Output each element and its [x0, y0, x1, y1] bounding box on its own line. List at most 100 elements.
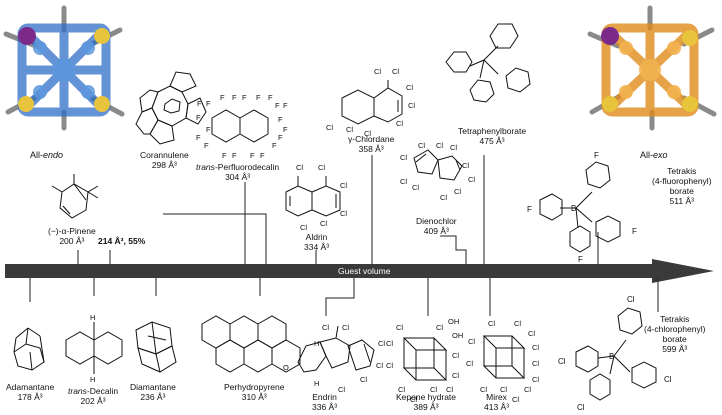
- perhydropyrene-volume: 310 Å³: [241, 392, 267, 402]
- perfluorodecalin-prefix: trans: [196, 162, 215, 172]
- dienochlor-structure: [413, 149, 463, 181]
- cl-atom: Cl: [627, 295, 635, 304]
- adamantane-name: Adamantane: [6, 382, 55, 392]
- tetraphenylborate-label: Tetraphenylborate 475 Å³: [458, 126, 526, 146]
- svg-text:F: F: [272, 141, 277, 150]
- perhydropyrene-name: Perhydropyrene: [224, 382, 285, 392]
- chlorophenylborate-label: Tetrakis (4-chlorophenyl) borate 599 Å³: [644, 314, 705, 354]
- chlorophenylborate-name-3: borate: [662, 334, 687, 344]
- svg-text:F: F: [220, 93, 225, 102]
- tetraphenylborate-volume: 475 Å³: [479, 136, 505, 146]
- svg-text:F: F: [196, 113, 201, 122]
- mirex-name: Mirex: [486, 392, 507, 402]
- all-endo-cage-image: [3, 5, 125, 131]
- kepone-structure: [402, 337, 448, 381]
- svg-text:Cl: Cl: [528, 329, 535, 338]
- mirex-label: Mirex 413 Å³: [484, 392, 509, 412]
- lower-leader-lines: [29, 278, 659, 316]
- svg-text:Cl: Cl: [342, 323, 349, 332]
- svg-text:Cl: Cl: [462, 161, 469, 170]
- pinene-name: (−)-α-Pinene: [48, 226, 96, 236]
- b-atom: B: [571, 204, 576, 213]
- decalin-structure: [65, 322, 123, 374]
- f-atom: F: [527, 205, 532, 214]
- svg-text:F: F: [260, 151, 265, 160]
- perfluorodecalin-structure: [211, 109, 269, 143]
- all-endo-prefix: All-: [30, 150, 43, 160]
- adamantane-volume: 178 Å³: [17, 392, 43, 402]
- svg-text:F: F: [197, 99, 202, 108]
- svg-text:Cl: Cl: [532, 343, 539, 352]
- dienochlor-label: Dienochlor 409 Å³: [416, 216, 457, 236]
- pinene-label: (−)-α-Pinene 200 Å³: [48, 226, 96, 246]
- svg-text:F: F: [206, 99, 211, 108]
- svg-text:Cl: Cl: [452, 351, 459, 360]
- pinene-dimer-volume: 214 Å³, 55%: [98, 236, 146, 246]
- svg-text:Cl: Cl: [440, 193, 447, 202]
- svg-text:Cl: Cl: [436, 323, 443, 332]
- corannulene-label: Corannulene 298 Å³: [140, 150, 189, 170]
- svg-text:F: F: [206, 125, 211, 134]
- fluorophenylborate-label: Tetrakis (4-fluorophenyl) borate 511 Å³: [652, 166, 712, 206]
- chlorophenylborate-name-1: Tetrakis: [660, 314, 690, 324]
- f-atom: F: [578, 255, 583, 264]
- svg-text:F: F: [250, 151, 255, 160]
- svg-text:F: F: [278, 133, 283, 142]
- svg-text:Cl: Cl: [436, 141, 443, 150]
- decalin-prefix: trans: [68, 386, 87, 396]
- svg-text:F: F: [256, 93, 261, 102]
- svg-text:Cl: Cl: [412, 183, 419, 192]
- svg-text:Cl: Cl: [378, 339, 385, 348]
- svg-text:H: H: [90, 313, 95, 322]
- svg-text:F: F: [278, 115, 283, 124]
- all-exo-suffix: exo: [653, 150, 668, 160]
- chlorophenylborate-structure: [575, 307, 657, 401]
- fluorophenylborate-name-3: borate: [669, 186, 694, 196]
- all-exo-cage-image: [587, 5, 717, 131]
- chlorophenylborate-atoms: Cl Cl Cl Cl B: [558, 295, 672, 412]
- f-atom: F: [632, 227, 637, 236]
- dienochlor-name: Dienochlor: [416, 216, 457, 226]
- svg-text:Cl: Cl: [532, 375, 539, 384]
- svg-text:Cl: Cl: [406, 83, 413, 92]
- svg-text:Cl: Cl: [400, 153, 407, 162]
- guest-volume-axis-label: Guest volume: [338, 266, 391, 276]
- endrin-label: Endrin 336 Å³: [312, 392, 337, 412]
- fluorophenylborate-structure: [539, 161, 621, 253]
- tetraphenylborate-name: Tetraphenylborate: [458, 126, 527, 136]
- decalin-name: -Decalin: [86, 386, 119, 396]
- svg-text:Cl: Cl: [386, 361, 393, 370]
- upper-leader-lines: [77, 155, 599, 264]
- svg-text:Cl: Cl: [300, 223, 307, 232]
- tetraphenylborate-structure: [445, 23, 531, 103]
- svg-text:Cl: Cl: [318, 163, 325, 172]
- guest-volume-axis-arrow: [5, 259, 714, 283]
- all-endo-caption: All-endo: [30, 150, 63, 160]
- adamantane-structure: [13, 327, 45, 371]
- svg-text:F: F: [242, 93, 247, 102]
- svg-text:Cl: Cl: [346, 125, 353, 134]
- kepone-name: Kepone hydrate: [396, 392, 457, 402]
- pinene-structure: [51, 174, 99, 219]
- svg-text:Cl: Cl: [400, 177, 407, 186]
- cl-atom: Cl: [577, 403, 585, 412]
- svg-text:Cl: Cl: [322, 323, 329, 332]
- chlorophenylborate-volume: 599 Å³: [662, 344, 688, 354]
- endrin-volume: 336 Å³: [312, 402, 338, 412]
- svg-text:F: F: [283, 101, 288, 110]
- diamantane-structure: [135, 321, 177, 373]
- svg-text:Cl: Cl: [392, 67, 399, 76]
- pinene-volume: 200 Å³: [59, 236, 85, 246]
- svg-text:Cl: Cl: [468, 337, 475, 346]
- svg-text:Cl: Cl: [340, 181, 347, 190]
- svg-text:H: H: [314, 379, 319, 388]
- svg-text:Cl: Cl: [360, 375, 367, 384]
- perfluorodecalin-volume: 304 Å³: [225, 172, 251, 182]
- svg-text:Cl: Cl: [338, 385, 345, 394]
- decalin-volume: 202 Å³: [80, 396, 106, 406]
- adamantane-label: Adamantane 178 Å³: [6, 382, 54, 402]
- svg-text:F: F: [196, 133, 201, 142]
- svg-text:F: F: [283, 125, 288, 134]
